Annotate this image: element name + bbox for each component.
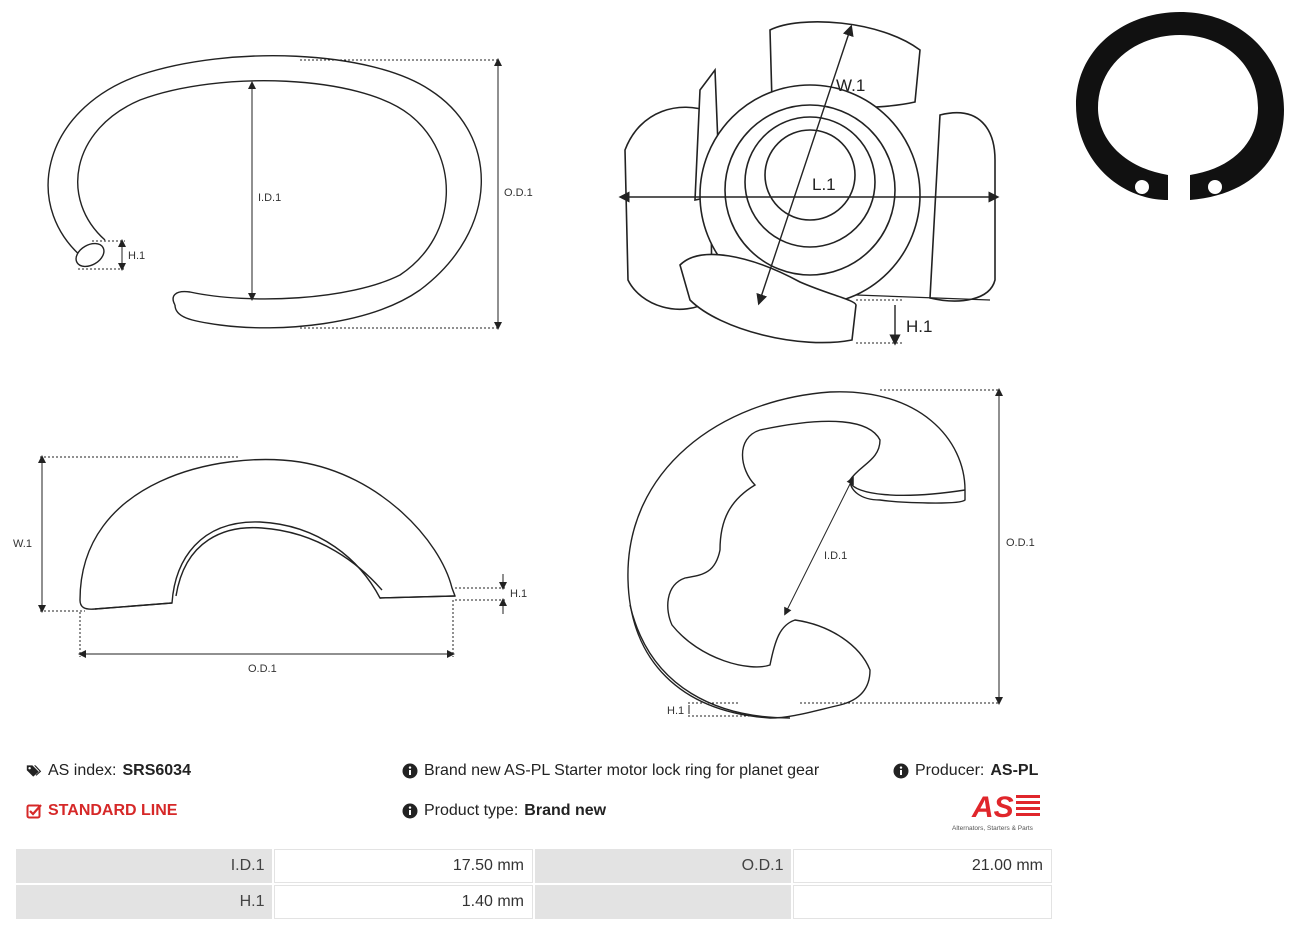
spec-value: 1.40 mm xyxy=(274,885,533,919)
producer-value: AS-PL xyxy=(990,762,1039,779)
product-type-value: Brand new xyxy=(524,802,607,819)
product-type-label: Product type: xyxy=(424,802,519,819)
id-dim-label: I.D.1 xyxy=(824,550,847,562)
standard-line: STANDARD LINE xyxy=(26,802,177,820)
as-index-label: AS index: xyxy=(48,762,117,779)
spec-value xyxy=(793,885,1052,919)
info-icon xyxy=(402,763,418,779)
producer-label: Producer: xyxy=(915,762,985,779)
checkbox-icon xyxy=(26,804,42,819)
as-index-value: SRS6034 xyxy=(122,762,191,779)
producer: Producer: AS-PL xyxy=(893,762,1038,780)
w-dim-label: W.1 xyxy=(836,76,865,95)
ring-top-view-drawing xyxy=(47,55,502,330)
h-dim-label: H.1 xyxy=(667,705,684,717)
line-label: STANDARD LINE xyxy=(48,802,178,819)
h-dim-label: H.1 xyxy=(510,588,527,600)
od-dim-label: O.D.1 xyxy=(248,663,277,675)
technical-drawings: I.D.1 O.D.1 H.1 W.1 L.1 H.1 xyxy=(13,12,1284,719)
spec-label: O.D.1 xyxy=(534,849,792,883)
ring-perspective-drawing xyxy=(627,388,1003,719)
spec-label xyxy=(534,885,792,919)
spec-label: H.1 xyxy=(16,885,273,919)
logo-tagline: Alternators, Starters & Parts xyxy=(952,825,1034,832)
od-dim-label: O.D.1 xyxy=(504,187,533,199)
spec-label: I.D.1 xyxy=(16,849,273,883)
as-index: AS index: SRS6034 xyxy=(26,762,191,780)
id-dim-label: I.D.1 xyxy=(258,192,281,204)
tags-icon xyxy=(26,765,42,777)
spec-value: 17.50 mm xyxy=(274,849,533,883)
info-icon xyxy=(402,803,418,819)
specs-table: I.D.1 17.50 mm O.D.1 21.00 mm H.1 1.40 m… xyxy=(14,847,1054,921)
as-pl-logo: AS Alternators, Starters & Parts xyxy=(952,791,1040,832)
product-type: Product type: Brand new xyxy=(402,802,606,820)
product-photo xyxy=(1076,12,1284,200)
h-dim-label: H.1 xyxy=(128,250,145,262)
info-icon xyxy=(893,763,909,779)
table-row: I.D.1 17.50 mm O.D.1 21.00 mm xyxy=(16,849,1052,883)
description: Brand new AS-PL Starter motor lock ring … xyxy=(402,762,819,780)
h-dim-label: H.1 xyxy=(906,317,932,336)
table-row: H.1 1.40 mm xyxy=(16,885,1052,919)
od-dim-label: O.D.1 xyxy=(1006,537,1035,549)
logo-mark: AS xyxy=(971,791,1014,824)
spec-value: 21.00 mm xyxy=(793,849,1052,883)
ring-side-view-drawing xyxy=(38,455,507,658)
w-dim-label: W.1 xyxy=(13,538,32,550)
l-dim-label: L.1 xyxy=(812,175,836,194)
ring-assembly-drawing xyxy=(618,21,1000,346)
description-text: Brand new AS-PL Starter motor lock ring … xyxy=(424,762,820,779)
